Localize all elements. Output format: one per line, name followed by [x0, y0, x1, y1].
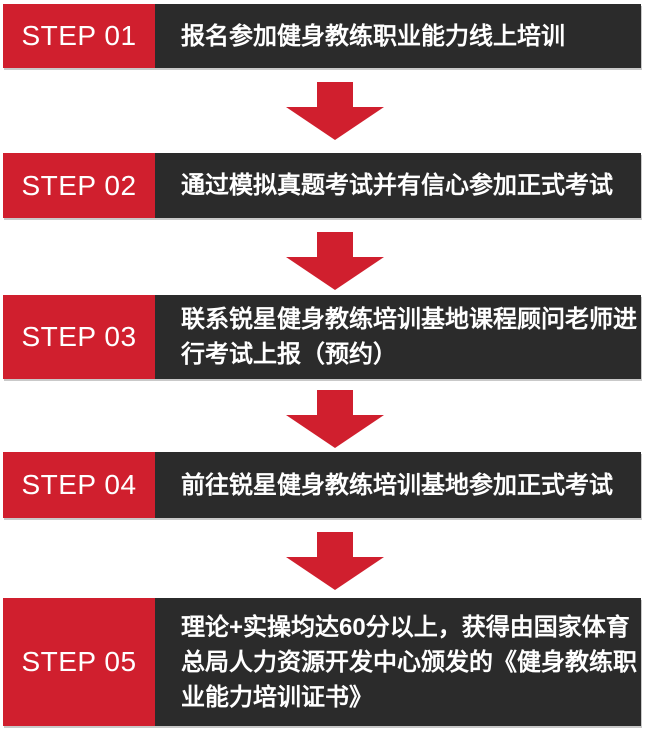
down-arrow-icon — [286, 82, 384, 140]
step-description-5: 理论+实操均达60分以上，获得由国家体育总局人力资源开发中心颁发的《健身教练职业… — [155, 598, 641, 726]
step-description-2: 通过模拟真题考试并有信心参加正式考试 — [155, 153, 641, 218]
down-arrow-head — [286, 557, 384, 590]
step-badge-1: STEP 01 — [3, 4, 155, 68]
down-arrow-icon — [286, 232, 384, 290]
step-description-3: 联系锐星健身教练培训基地课程顾问老师进行考试上报（预约） — [155, 295, 641, 379]
down-arrow-icon — [286, 390, 384, 448]
step-row-1: STEP 01 报名参加健身教练职业能力线上培训 — [3, 4, 641, 68]
down-arrow-stem — [317, 390, 353, 415]
down-arrow-icon — [286, 532, 384, 590]
step-description-4: 前往锐星健身教练培训基地参加正式考试 — [155, 452, 641, 518]
step-row-5: STEP 05 理论+实操均达60分以上，获得由国家体育总局人力资源开发中心颁发… — [3, 598, 641, 726]
step-row-2: STEP 02 通过模拟真题考试并有信心参加正式考试 — [3, 153, 641, 218]
step-badge-2: STEP 02 — [3, 153, 155, 218]
step-row-4: STEP 04 前往锐星健身教练培训基地参加正式考试 — [3, 452, 641, 518]
step-description-1: 报名参加健身教练职业能力线上培训 — [155, 4, 641, 68]
step-badge-5: STEP 05 — [3, 598, 155, 726]
down-arrow-stem — [317, 232, 353, 257]
step-badge-3: STEP 03 — [3, 295, 155, 379]
down-arrow-head — [286, 415, 384, 448]
down-arrow-head — [286, 257, 384, 290]
down-arrow-stem — [317, 82, 353, 107]
down-arrow-head — [286, 107, 384, 140]
step-row-3: STEP 03 联系锐星健身教练培训基地课程顾问老师进行考试上报（预约） — [3, 295, 641, 379]
down-arrow-stem — [317, 532, 353, 557]
step-badge-4: STEP 04 — [3, 452, 155, 518]
